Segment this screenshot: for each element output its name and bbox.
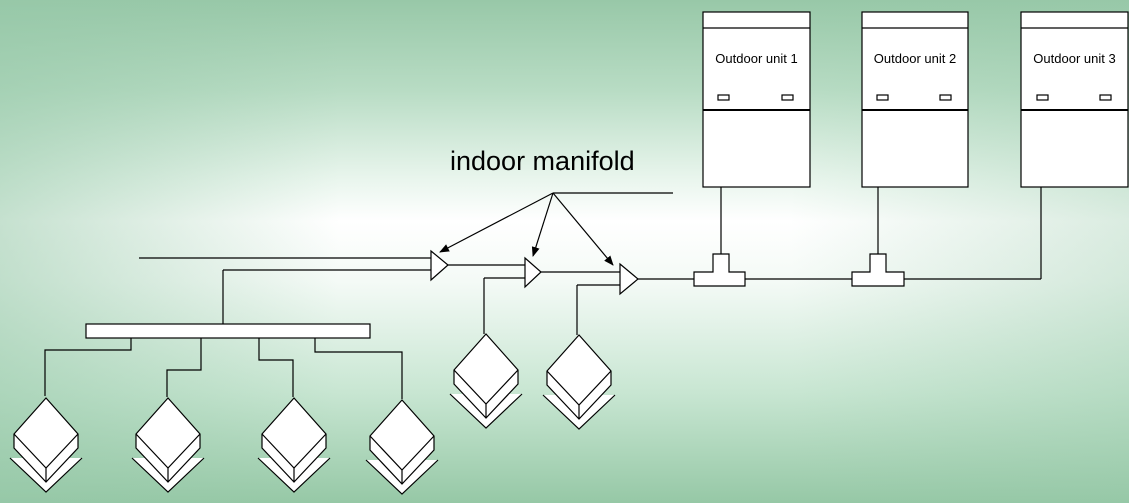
outdoor-unit-1	[702, 11, 811, 188]
indoor-unit-4	[365, 399, 439, 495]
indoor-piping	[139, 257, 620, 335]
indoor-unit-2	[131, 397, 205, 493]
outdoor-unit-3-label: Outdoor unit 3	[1033, 51, 1116, 66]
outdoor-piping	[638, 187, 1042, 287]
outdoor-unit-2-label: Outdoor unit 2	[873, 51, 957, 66]
outdoor-unit-2	[861, 11, 969, 188]
y-branch-joints	[430, 249, 639, 296]
outdoor-unit-3	[1020, 11, 1129, 188]
indoor-manifold-label: indoor manifold	[450, 146, 635, 176]
outdoor-unit-1-label: Outdoor unit 1	[715, 51, 798, 66]
indoor-unit-6	[542, 334, 616, 430]
distribution-header	[44, 323, 403, 399]
manifold-leader-lines	[439, 192, 673, 266]
indoor-unit-1	[9, 397, 83, 493]
indoor-unit-3	[257, 397, 331, 493]
indoor-unit-5	[449, 333, 523, 429]
